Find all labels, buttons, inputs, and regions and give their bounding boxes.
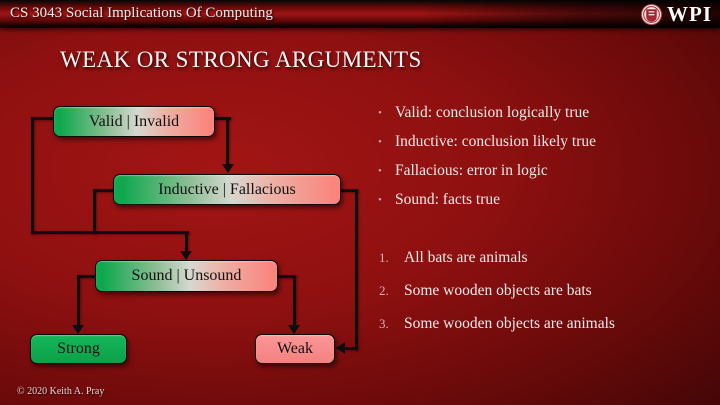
list-number: 3.	[379, 316, 389, 331]
wpi-crest-icon	[640, 3, 663, 26]
numbered-text: Some wooden objects are bats	[404, 282, 592, 299]
flowchart-node-valid-invalid: Valid | Invalid	[53, 106, 215, 137]
bullet-item: • Sound: facts true	[378, 190, 708, 210]
definition-list: • Valid: conclusion logically true • Ind…	[378, 103, 708, 219]
flowchart-node-weak: Weak	[255, 334, 335, 364]
list-number: 1.	[379, 250, 389, 265]
page-title: WEAK OR STRONG ARGUMENTS	[60, 47, 422, 72]
connector-segment	[93, 189, 113, 192]
connector-segment	[341, 189, 358, 192]
connector-segment	[226, 117, 229, 168]
bullet-item: • Valid: conclusion logically true	[378, 103, 708, 123]
numbered-item: 3. Some wooden objects are animals	[379, 314, 639, 333]
numbered-item: 2. Some wooden objects are bats	[379, 281, 639, 300]
connector-segment	[77, 275, 95, 278]
list-number: 2.	[379, 283, 389, 298]
connector-segment	[355, 189, 358, 350]
header-bar: CS 3043 Social Implications Of Computing…	[0, 0, 720, 28]
bullet-text: Valid: conclusion logically true	[395, 104, 590, 121]
connector-segment	[93, 189, 96, 234]
connector-segment	[185, 231, 188, 253]
wpi-logo-text: WPI	[667, 1, 712, 26]
bullet-icon: •	[378, 136, 382, 148]
numbered-item: 1. All bats are animals	[379, 248, 639, 267]
connector-segment	[278, 275, 296, 278]
bullet-icon: •	[378, 194, 382, 206]
example-argument-list: 1. All bats are animals 2. Some wooden o…	[379, 248, 639, 347]
bullet-item: • Fallacious: error in logic	[378, 161, 708, 181]
connector-segment	[293, 275, 296, 327]
connector-segment	[31, 231, 189, 234]
connector-arrowhead	[180, 251, 192, 260]
connector-segment	[344, 347, 358, 350]
bullet-icon: •	[378, 107, 382, 119]
connector-arrowhead	[222, 164, 234, 173]
bullet-item: • Inductive: conclusion likely true	[378, 132, 708, 152]
connector-segment	[31, 117, 53, 120]
connector-arrowhead	[288, 325, 300, 334]
bullet-text: Sound: facts true	[395, 191, 501, 208]
numbered-text: Some wooden objects are animals	[404, 315, 615, 332]
flowchart-node-strong: Strong	[30, 334, 127, 364]
connector-arrowhead	[72, 325, 84, 334]
connector-segment	[31, 117, 34, 234]
numbered-text: All bats are animals	[404, 249, 528, 266]
copyright-text: © 2020 Keith A. Pray	[17, 386, 105, 397]
course-title: CS 3043 Social Implications Of Computing	[10, 5, 273, 21]
bullet-icon: •	[378, 165, 382, 177]
flowchart-node-inductive-fallacious: Inductive | Fallacious	[113, 174, 341, 205]
bullet-text: Fallacious: error in logic	[395, 162, 548, 179]
wpi-logo: WPI	[640, 2, 712, 26]
flowchart-node-sound-unsound: Sound | Unsound	[95, 260, 278, 292]
connector-arrowhead	[336, 342, 345, 354]
bullet-text: Inductive: conclusion likely true	[395, 133, 597, 150]
connector-segment	[77, 275, 80, 327]
connector-segment	[215, 117, 231, 120]
